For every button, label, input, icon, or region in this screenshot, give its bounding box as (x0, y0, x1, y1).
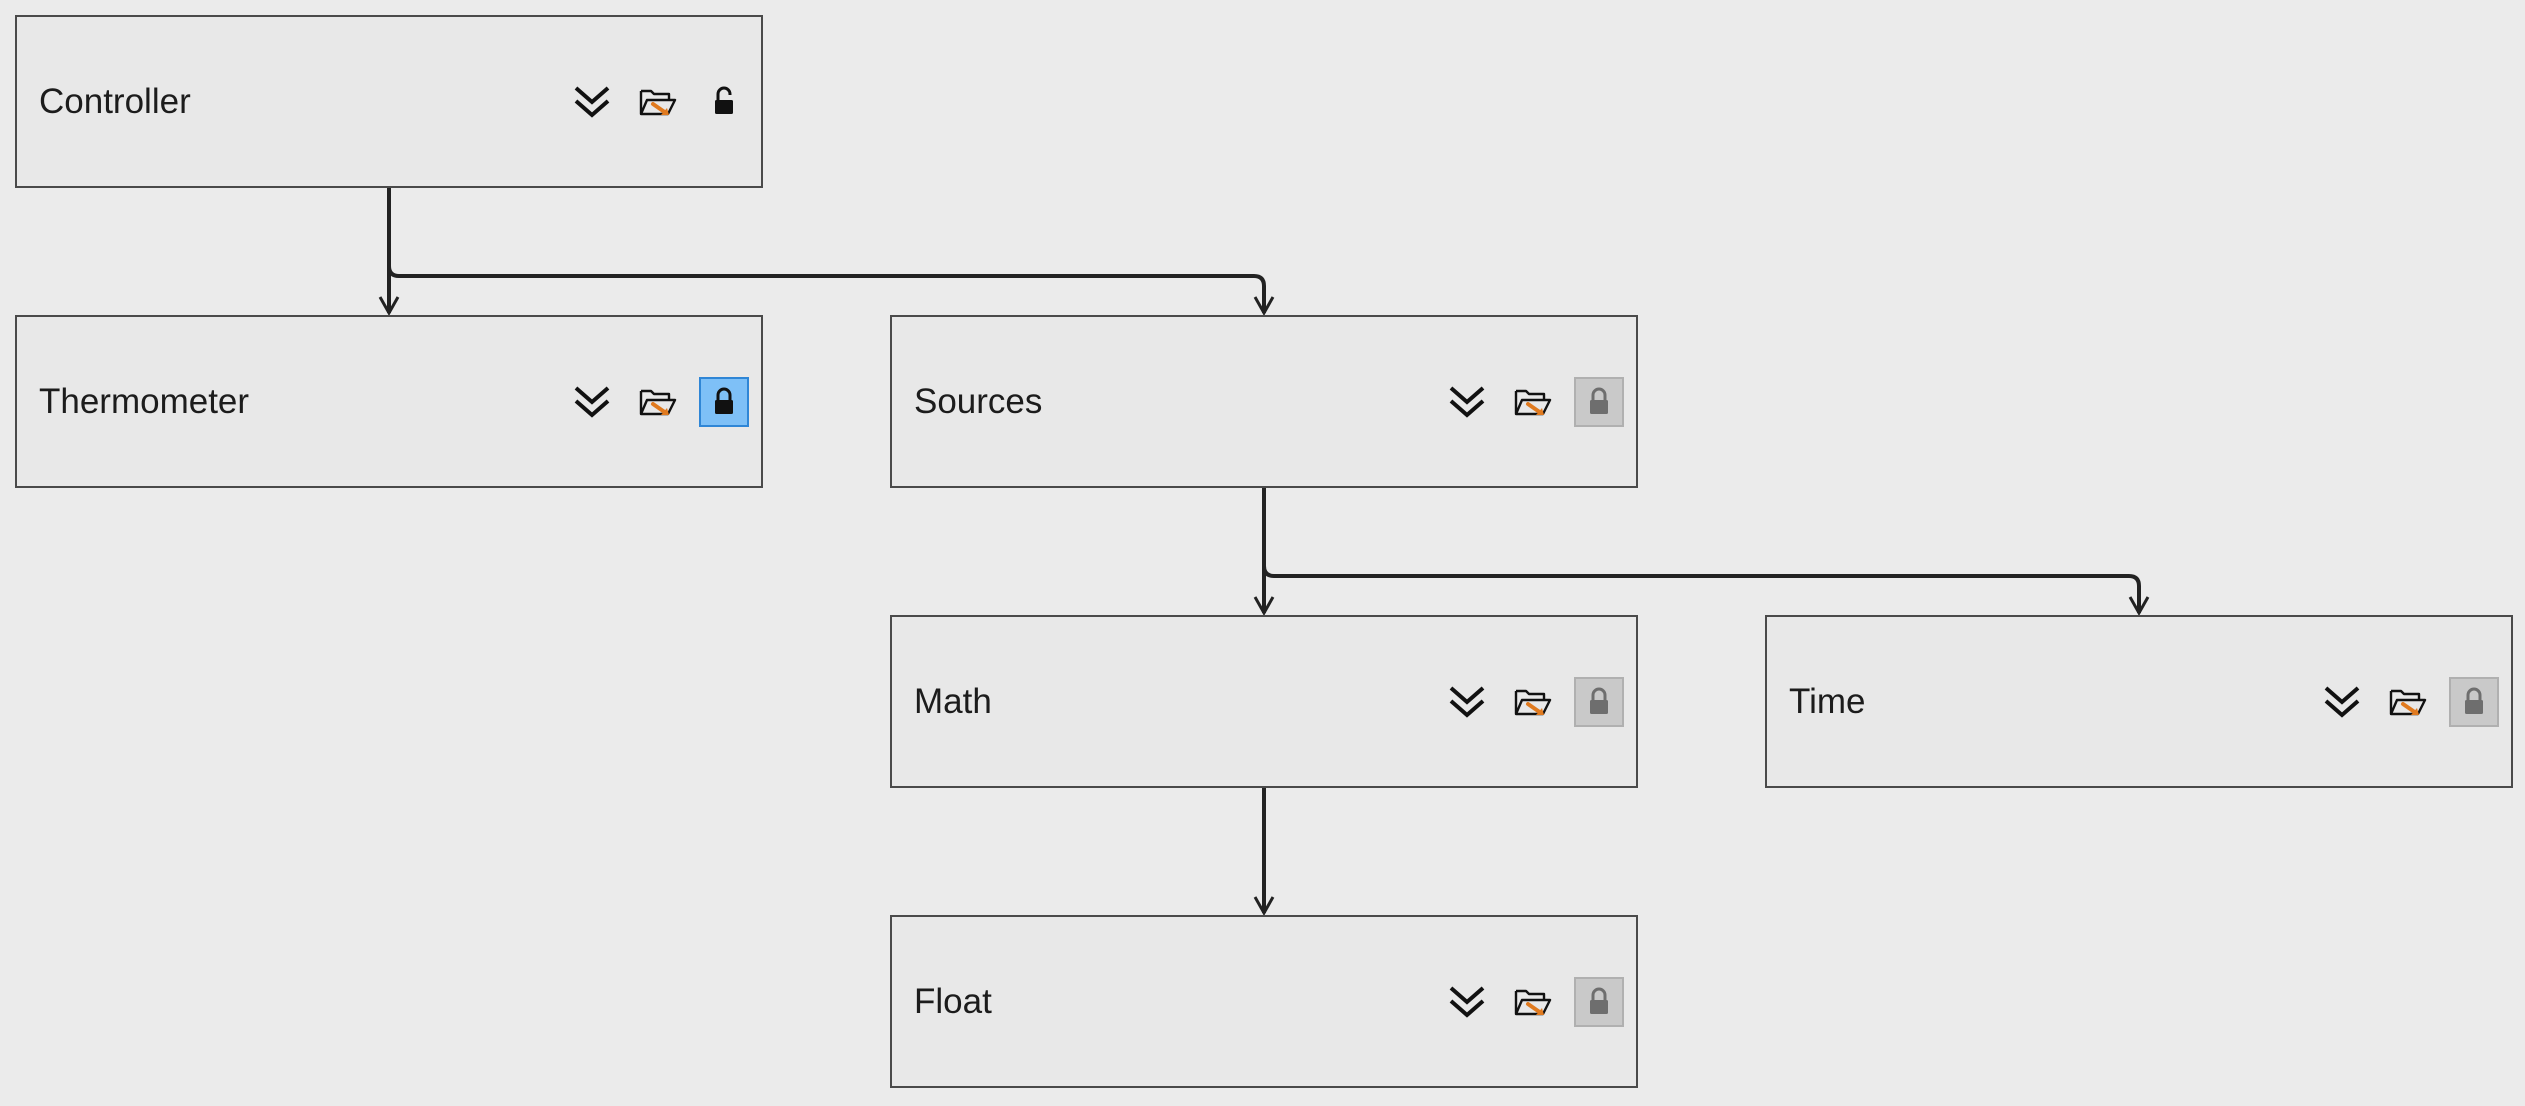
node-toolbar (567, 77, 749, 127)
open-folder-button[interactable] (633, 77, 683, 127)
node-math[interactable]: Math (890, 615, 1638, 788)
open-folder-button[interactable] (633, 377, 683, 427)
node-toolbar (1442, 976, 1624, 1027)
expand-icon (1447, 382, 1487, 422)
open-folder-icon (1513, 382, 1553, 422)
node-float[interactable]: Float (890, 915, 1638, 1088)
arrowhead-thermometer (378, 296, 400, 317)
connector-sources-time (1262, 488, 2141, 613)
node-controller[interactable]: Controller (15, 15, 763, 188)
expand-icon (1447, 682, 1487, 722)
open-folder-button[interactable] (1508, 377, 1558, 427)
lock-icon (2454, 682, 2494, 722)
node-toolbar (2317, 676, 2499, 727)
expand-children-button[interactable] (1442, 677, 1492, 727)
node-title: Math (914, 681, 992, 721)
open-folder-icon (1513, 682, 1553, 722)
node-time[interactable]: Time (1765, 615, 2513, 788)
node-title: Thermometer (39, 381, 250, 421)
lock-toggle-button[interactable] (699, 77, 749, 127)
lock-icon (704, 82, 744, 122)
node-title: Float (914, 981, 992, 1021)
open-folder-button[interactable] (1508, 677, 1558, 727)
node-sources[interactable]: Sources (890, 315, 1638, 488)
expand-icon (2322, 682, 2362, 722)
node-title: Controller (39, 81, 191, 121)
lock-toggle-button[interactable] (1574, 376, 1624, 427)
arrowhead-math (1253, 596, 1275, 617)
arrowhead-time (2128, 596, 2150, 617)
lock-icon (704, 382, 744, 422)
node-title: Time (1789, 681, 1866, 721)
expand-children-button[interactable] (1442, 377, 1492, 427)
expand-children-button[interactable] (2317, 677, 2367, 727)
expand-icon (572, 82, 612, 122)
node-title: Sources (914, 381, 1043, 421)
lock-toggle-button[interactable] (2449, 676, 2499, 727)
expand-children-button[interactable] (1442, 977, 1492, 1027)
node-toolbar (567, 376, 749, 427)
open-folder-icon (638, 82, 678, 122)
lock-toggle-button[interactable] (1574, 676, 1624, 727)
open-folder-button[interactable] (2383, 677, 2433, 727)
expand-children-button[interactable] (567, 77, 617, 127)
open-folder-icon (638, 382, 678, 422)
lock-icon (1579, 682, 1619, 722)
arrowhead-float (1253, 896, 1275, 917)
node-toolbar (1442, 376, 1624, 427)
open-folder-icon (1513, 982, 1553, 1022)
node-toolbar (1442, 676, 1624, 727)
open-folder-icon (2388, 682, 2428, 722)
expand-icon (1447, 982, 1487, 1022)
lock-icon (1579, 982, 1619, 1022)
lock-toggle-button[interactable] (699, 376, 749, 427)
node-thermometer[interactable]: Thermometer (15, 315, 763, 488)
arrowhead-sources (1253, 296, 1275, 317)
lock-icon (1579, 382, 1619, 422)
expand-icon (572, 382, 612, 422)
open-folder-button[interactable] (1508, 977, 1558, 1027)
lock-toggle-button[interactable] (1574, 976, 1624, 1027)
expand-children-button[interactable] (567, 377, 617, 427)
connector-controller-sources (387, 188, 1266, 313)
